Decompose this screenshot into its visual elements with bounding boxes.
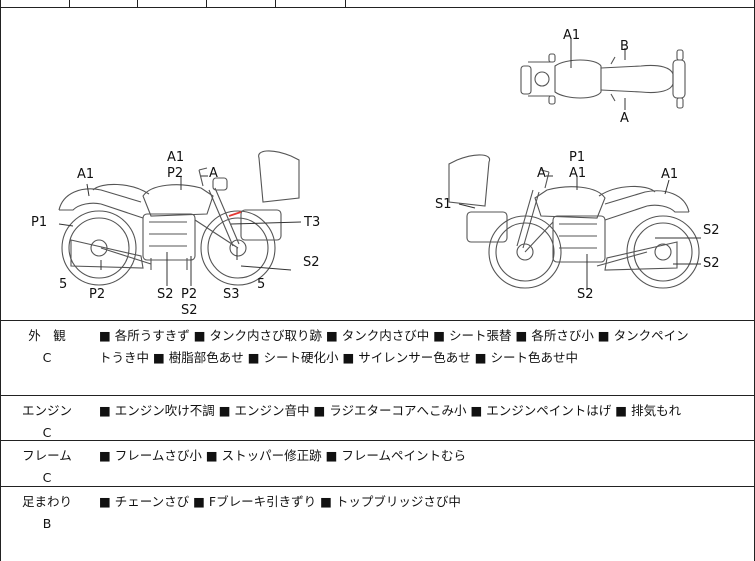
row-items: ■ エンジン吹け不調 ■ エンジン音中 ■ ラジエターコアへこみ小 ■ エンジン… (99, 400, 749, 422)
row-items: ■ チェーンさび ■ Fブレーキ引きずり ■ トップブリッジさび中 (99, 491, 749, 513)
row-frame: フレーム C ■ フレームさび小 ■ ストッパー修正跡 ■ フレームペイントむら (1, 441, 755, 487)
row-items: ■ 各所うすきず ■ タンク内さび取り跡 ■ タンク内さび中 ■ シート張替 ■… (99, 325, 749, 369)
items-line-1: ■ フレームさび小 ■ ストッパー修正跡 ■ フレームペイントむら (99, 448, 467, 463)
left-label-p2-top: P2 (167, 166, 183, 181)
row-category: エンジン C (1, 400, 93, 444)
right-label-a-mirror: A (537, 166, 546, 181)
items-line-1: ■ エンジン吹け不調 ■ エンジン音中 ■ ラジエターコアへこみ小 ■ エンジン… (99, 403, 682, 418)
left-label-s2-bottom: S2 (157, 287, 174, 302)
left-label-p2-bottom2: P2 (181, 287, 197, 302)
category-grade: B (42, 516, 52, 531)
category-name: 外 観 (28, 328, 66, 343)
left-label-a1-top: A1 (167, 150, 184, 165)
left-label-a-mirror: A (209, 166, 218, 181)
row-suspension: 足まわり B ■ チェーンさび ■ Fブレーキ引きずり ■ トップブリッジさび中 (1, 487, 755, 561)
right-label-a1-rear: A1 (661, 167, 678, 182)
left-label-a1-tank: A1 (77, 167, 94, 182)
inspection-rows: 外 観 C ■ 各所うすきず ■ タンク内さび取り跡 ■ タンク内さび中 ■ シ… (1, 321, 755, 561)
top-view-label-a: A (620, 111, 629, 126)
items-line-2: トうき中 ■ 樹脂部色あせ ■ シート硬化小 ■ サイレンサー色あせ ■ シート… (99, 350, 579, 365)
category-name: エンジン (21, 403, 72, 418)
category-grade: C (42, 470, 52, 485)
top-view-label-a1: A1 (563, 28, 580, 43)
items-line-1: ■ 各所うすきず ■ タンク内さび取り跡 ■ タンク内さび中 ■ シート張替 ■… (99, 328, 689, 343)
category-name: フレーム (22, 448, 72, 463)
row-category: フレーム C (1, 445, 93, 489)
row-category: 足まわり B (1, 491, 93, 535)
row-items: ■ フレームさび小 ■ ストッパー修正跡 ■ フレームペイントむら (99, 445, 749, 467)
left-label-s2-under: S2 (181, 303, 198, 318)
left-label-5-right: 5 (257, 277, 265, 292)
top-view-label-b: B (620, 39, 629, 54)
right-label-s2-mid: S2 (703, 223, 720, 238)
category-name: 足まわり (21, 494, 72, 509)
left-label-5-left: 5 (59, 277, 67, 292)
motorcycle-diagram-svg: A1 B A A1 P2 A A1 P1 T3 5 P2 S2 P2 S2 S3… (31, 28, 720, 318)
row-category: 外 観 C (1, 325, 93, 369)
left-label-s3: S3 (223, 287, 240, 302)
row-engine: エンジン C ■ エンジン吹け不調 ■ エンジン音中 ■ ラジエターコアへこみ小… (1, 396, 755, 441)
right-label-s2-bottom: S2 (577, 287, 594, 302)
items-line-1: ■ チェーンさび ■ Fブレーキ引きずり ■ トップブリッジさび中 (99, 494, 461, 509)
damage-diagram: A1 B A A1 P2 A A1 P1 T3 5 P2 S2 P2 S2 S3… (1, 8, 755, 321)
row-exterior: 外 観 C ■ 各所うすきず ■ タンク内さび取り跡 ■ タンク内さび中 ■ シ… (1, 321, 755, 396)
category-grade: C (42, 425, 52, 440)
leader-lines (58, 38, 701, 290)
right-side-view-motorcycle (448, 154, 700, 289)
category-grade: C (42, 350, 52, 365)
left-label-t3: T3 (303, 215, 320, 230)
left-label-s2-right: S2 (303, 255, 320, 270)
right-label-a1-top: A1 (569, 166, 586, 181)
left-label-p1: P1 (31, 215, 47, 230)
right-label-s1: S1 (435, 197, 452, 212)
right-label-s2-low: S2 (703, 256, 720, 271)
left-label-p2-bottom: P2 (89, 287, 105, 302)
header-table-remnant (1, 0, 755, 8)
right-label-p1: P1 (569, 150, 585, 165)
top-view-motorcycle (520, 49, 686, 109)
left-side-view-motorcycle (58, 150, 300, 286)
